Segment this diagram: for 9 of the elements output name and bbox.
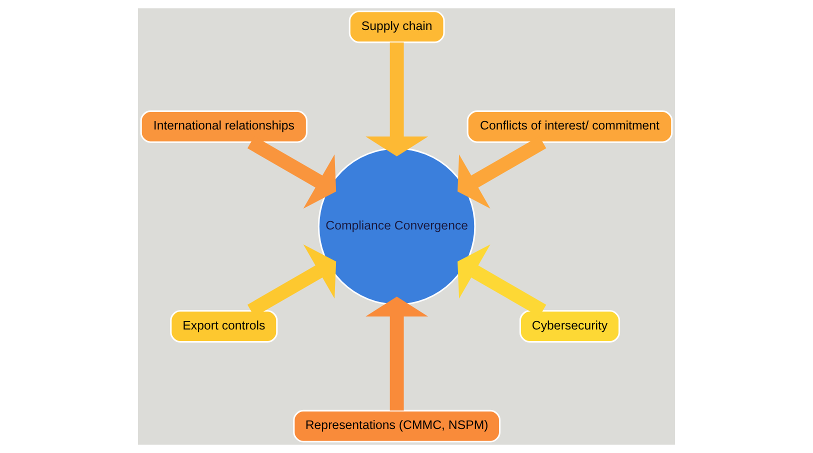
node-box: Conflicts of interest/ commitment <box>466 110 673 143</box>
node-box: Cybersecurity <box>519 310 620 343</box>
node-box: Export controls <box>170 310 278 343</box>
arrow <box>366 42 428 156</box>
node-box: International relationships <box>140 110 308 143</box>
node-box: Supply chain <box>348 10 445 44</box>
node-box: Representations (CMMC, NSPM) <box>293 410 501 442</box>
node-circle: Compliance Convergence <box>318 148 476 306</box>
arrow <box>366 296 428 410</box>
